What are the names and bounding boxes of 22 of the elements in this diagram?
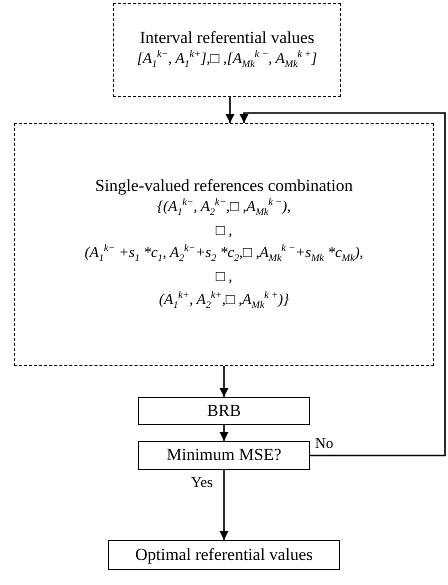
formula: (A$_{1}$$^{k−}$ +s$_{1}$ *c$_{1}$, A$_{2}$$^{k−}$+s$_{2}$ *c$_{2}$,□ ,A$_{Mk}$$^{k −}$+s$_{Mk}$ *c$_{Mk}$), [84, 242, 364, 266]
process-box [108, 540, 340, 570]
arrow [220, 470, 228, 540]
node-label: Minimum MSE? [166, 445, 282, 466]
edge-label: No [314, 436, 334, 452]
formula: [A$_{1}$$^{k−}$, A$_{1}$$^{k+}$],□ ,[A$_{Mk}$$^{k −}$, A$_{Mk}$$^{k +}$] [136, 48, 318, 72]
formula: □ , [216, 222, 232, 241]
node-label: Single-valued references combination [95, 176, 353, 196]
node-label: BRB [206, 400, 242, 422]
formula: {(A$_{1}$$^{k−}$, A$_{2}$$^{k−}$,□ ,A$_{Mk}$$^{k −}$), [157, 196, 291, 220]
formula: (A$_{1}$$^{k+}$, A$_{2}$$^{k+}$,□ ,A$_{Mk}$$^{k +}$)} [159, 288, 289, 313]
node-label: Interval referential values [140, 28, 314, 48]
dashed-group-box [14, 123, 434, 366]
node-label: Optimal referential values [135, 544, 313, 566]
dashed-group-box [113, 3, 341, 97]
arrow [240, 112, 446, 456]
arrow [220, 425, 228, 441]
process-box [138, 397, 310, 425]
process-box [138, 441, 310, 470]
formula: □ , [216, 268, 232, 287]
arrow [226, 97, 234, 123]
arrow [220, 366, 228, 397]
